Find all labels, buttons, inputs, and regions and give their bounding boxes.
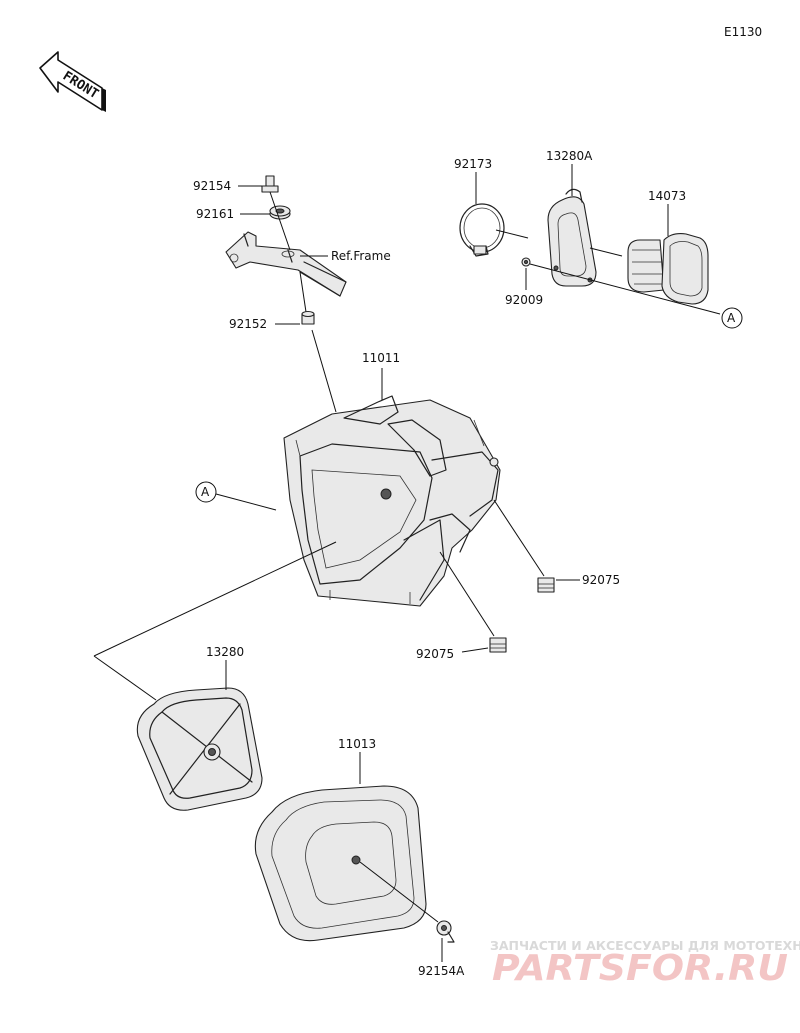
grommet-92075-lower — [489, 637, 507, 653]
air-filter-11013 — [254, 785, 427, 942]
label-92173: 92173 — [454, 157, 492, 171]
label-92161: 92161 — [196, 207, 234, 221]
callout-a-right: A — [721, 307, 743, 329]
screw-92009 — [521, 257, 531, 267]
callout-a-left-label: A — [201, 485, 210, 499]
label-92075-upper: 92075 — [582, 573, 620, 587]
label-92152: 92152 — [229, 317, 267, 331]
clamp-92173 — [459, 203, 505, 257]
intake-duct-14073 — [627, 233, 709, 305]
label-92154a: 92154A — [418, 964, 465, 978]
label-13280a: 13280A — [546, 149, 593, 163]
watermark-tagline: ЗАПЧАСТИ И АКСЕССУАРЫ ДЛЯ МОТОТЕХНИКИ — [490, 938, 800, 953]
watermark-brand: PARTSFOR.RU — [492, 948, 788, 989]
gasket-13280a — [547, 188, 597, 287]
callout-a-left: A — [195, 481, 217, 503]
grommet-92075-upper — [537, 577, 555, 593]
front-arrow-icon: FRONT — [39, 51, 106, 112]
label-11013: 11013 — [338, 737, 376, 751]
label-92009: 92009 — [505, 293, 543, 307]
label-13280: 13280 — [206, 645, 244, 659]
grommet-92161 — [269, 205, 291, 220]
label-11011: 11011 — [362, 351, 400, 365]
callout-a-right-label: A — [727, 311, 736, 325]
collar-92152 — [301, 310, 315, 325]
filter-holder-13280 — [136, 687, 263, 811]
label-92154: 92154 — [193, 179, 231, 193]
diagram-id: E1130 — [724, 25, 762, 39]
mounting-bracket — [225, 231, 347, 297]
wing-nut-92154a — [436, 920, 455, 943]
label-92075-lower: 92075 — [416, 647, 454, 661]
bolt-92154 — [261, 175, 279, 193]
ref-frame-label: Ref.Frame — [331, 249, 391, 263]
air-cleaner-case-11011 — [283, 395, 501, 607]
label-14073: 14073 — [648, 189, 686, 203]
